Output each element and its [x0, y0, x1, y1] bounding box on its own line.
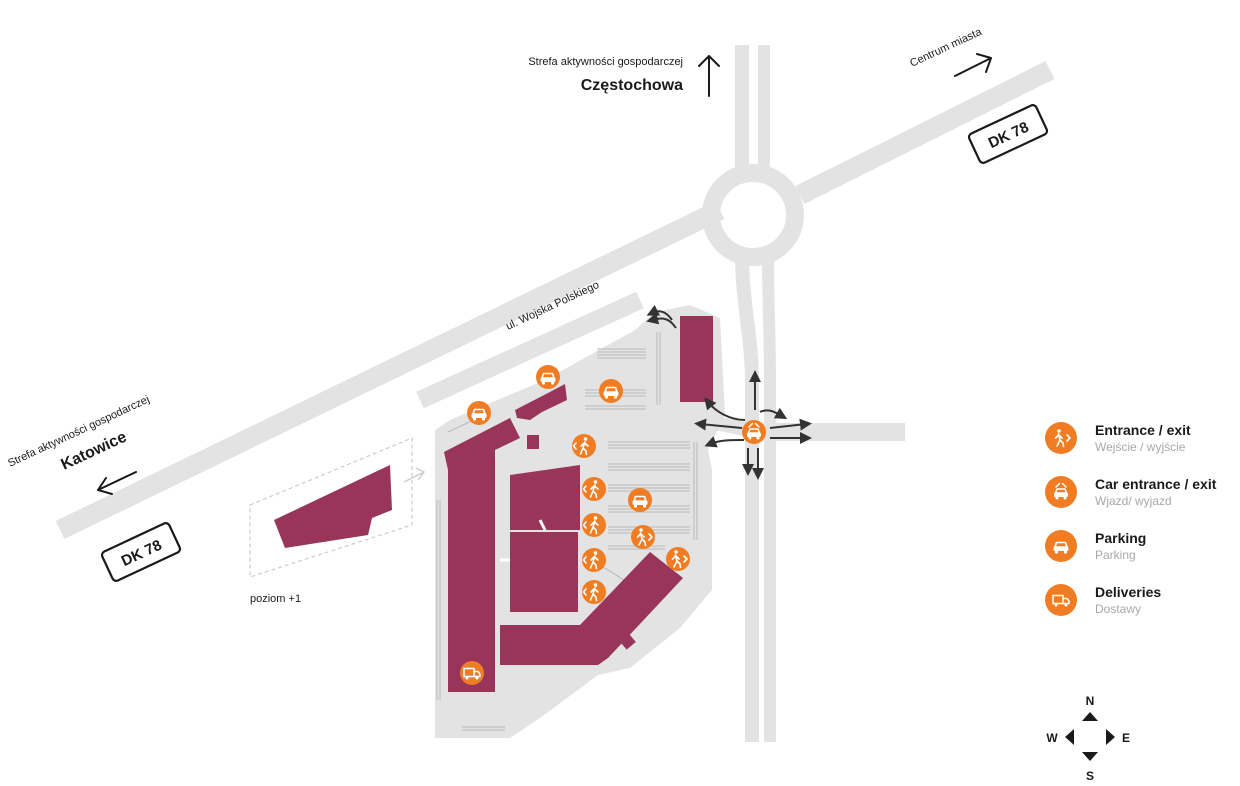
entrance-marker: [666, 547, 690, 571]
building-annex-block: [527, 435, 539, 449]
parking-marker: [536, 365, 560, 389]
compass-e-label: E: [1122, 731, 1130, 745]
dk78-road: [55, 61, 1055, 539]
level1-arrow: [403, 467, 426, 483]
dk78-sign-bottom: DK 78: [100, 522, 182, 582]
legend-item-deliveries: Deliveries Dostawy: [1043, 580, 1233, 634]
building-north-block: [510, 465, 580, 530]
legend-subtitle: Wjazd/ wyjazd: [1095, 494, 1172, 508]
compass-w-label: W: [1046, 731, 1058, 745]
building-level1: [274, 465, 392, 548]
compass-east-icon: [1106, 729, 1115, 745]
shopping-center-site: [249, 305, 725, 738]
south-road-a: [735, 254, 759, 742]
building-ne: [680, 316, 713, 402]
buildings: [274, 316, 713, 692]
legend-subtitle: Wejście / wyjście: [1095, 440, 1186, 454]
building-west-wing: [444, 418, 520, 692]
north-city-label: Częstochowa: [581, 77, 683, 94]
north-zone-label: Strefa aktywności gospodarczej: [528, 56, 683, 68]
entrance-marker: [631, 525, 655, 549]
legend-title: Entrance / exit: [1095, 422, 1191, 438]
building-central-block: [510, 532, 578, 612]
east-center-label: Centrum miasta: [908, 26, 984, 70]
legend-item-parking: Parking Parking: [1043, 526, 1233, 580]
entrance-marker: [582, 513, 606, 537]
entrance-marker: [582, 477, 606, 501]
compass-north-icon: [1082, 712, 1098, 721]
compass-south-icon: [1082, 752, 1098, 761]
building-annex-small: [515, 384, 567, 420]
building-south-annex: [620, 634, 636, 650]
compass: N S W E: [1046, 694, 1130, 783]
legend-item-entrance: Entrance / exit Wejście / wyjście: [1043, 418, 1233, 472]
legend-subtitle: Parking: [1095, 548, 1136, 562]
map-markers[interactable]: [460, 365, 766, 685]
wojska-polskiego-road: [416, 291, 644, 409]
entrance-marker: [572, 434, 596, 458]
car-entrance-marker: [742, 420, 766, 444]
legend-item-car-entrance: Car entrance / exit Wjazd/ wyjazd: [1043, 472, 1233, 526]
compass-n-label: N: [1086, 694, 1095, 708]
parking-marker: [628, 488, 652, 512]
entrance-marker: [582, 548, 606, 572]
car-entrance-icon: [1045, 476, 1077, 508]
parking-marker: [467, 401, 491, 425]
parking-marker: [599, 379, 623, 403]
legend-subtitle: Dostawy: [1095, 602, 1142, 616]
south-road-b: [762, 254, 776, 742]
compass-s-label: S: [1086, 769, 1094, 783]
compass-west-icon: [1065, 729, 1074, 745]
level1-outline: [249, 437, 413, 578]
walkways: [500, 519, 547, 562]
roundabout-top: [702, 164, 804, 266]
legend-title: Parking: [1095, 530, 1147, 546]
walking-person-icon: [1045, 422, 1077, 454]
east-arrow-icon: [954, 53, 992, 77]
west-arrow-icon: [97, 471, 137, 495]
level1-label: poziom +1: [250, 593, 301, 605]
delivery-marker: [460, 661, 484, 685]
entrance-marker: [582, 580, 606, 604]
north-arrow-icon: [698, 55, 720, 97]
building-south-wing: [500, 552, 683, 665]
map-legend: Entrance / exit Wejście / wyjście Car en…: [1043, 418, 1233, 634]
delivery-truck-icon: [1045, 584, 1077, 616]
car-icon: [1045, 530, 1077, 562]
traffic-arrows: [646, 304, 812, 480]
legend-title: Car entrance / exit: [1095, 476, 1217, 492]
legend-title: Deliveries: [1095, 584, 1162, 600]
